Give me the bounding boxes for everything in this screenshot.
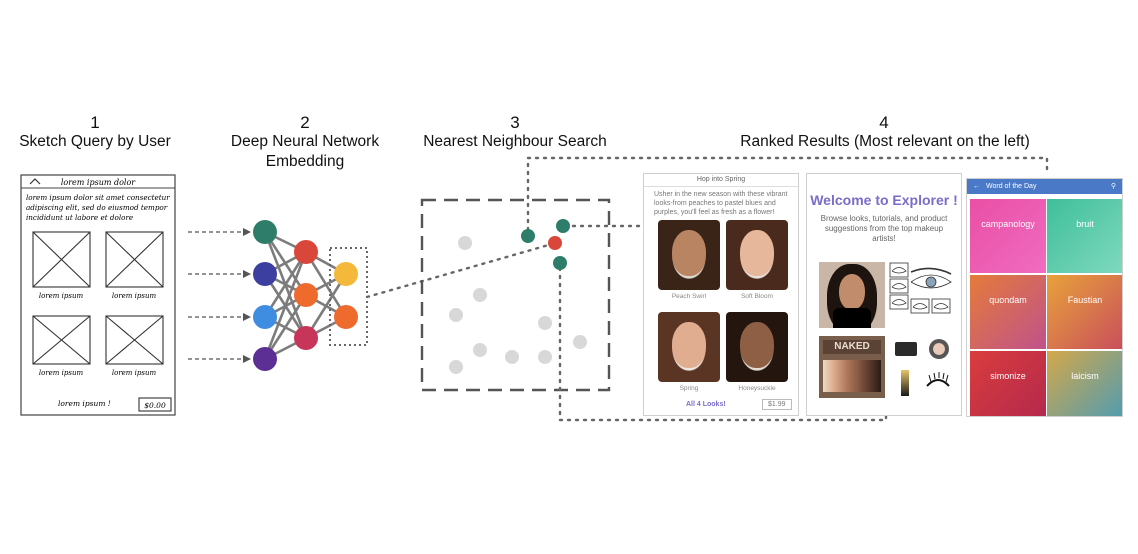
hidden-node [294,283,318,307]
sketch-caption: lorem ipsum [39,369,84,377]
sketch-caption: lorem ipsum [39,292,84,300]
sketch-price: $0.00 [144,401,166,410]
back-arrow-icon[interactable]: ← [973,183,980,190]
data-point [449,360,463,374]
compact-powder-product[interactable] [929,339,949,359]
input-arrows [188,231,243,360]
embedding-points [449,236,587,374]
step-1-number: 1 [90,113,100,132]
welcome-title: Welcome to Explorer ! [810,192,958,208]
step-4-title: Ranked Results (Most relevant on the lef… [740,133,1030,150]
data-point [538,350,552,364]
result-1-header: Hop into Spring [644,174,798,187]
look-caption: Soft Bloom [741,293,773,300]
hidden-node [294,240,318,264]
embedding-space-box [420,198,611,392]
step-2-title-line2: Embedding [265,153,345,170]
sketch-image-placeholder [105,315,164,365]
all-looks-link[interactable]: All 4 Looks! [686,401,726,408]
step-1-title: Sketch Query by User [19,133,171,150]
network-nodes [253,220,358,371]
sketch-price-box [138,397,172,412]
embedding-to-query-connector [365,242,554,299]
bar-title: Word of the Day [986,183,1037,190]
data-point [449,308,463,322]
sketch-query: lorem ipsum dolor lorem ipsum dolor sit … [20,174,176,416]
step-3-number: 3 [510,113,520,132]
sketch-image-placeholder [32,315,91,365]
result-2-screenshot[interactable]: Welcome to Explorer ! Browse looks, tuto… [806,173,962,416]
neighbour-point [556,219,570,233]
result-connectors [526,156,1049,422]
word-of-day-bar: ← Word of the Day ⚲ [967,179,1122,194]
word-tile-label: campanology [981,219,1035,229]
word-tile[interactable]: bruit [1047,199,1122,273]
word-tile-label: quondam [989,295,1027,305]
hidden-node [294,326,318,350]
look-caption: Spring [679,385,699,392]
sketch-title: lorem ipsum dolor [61,178,136,187]
false-lashes-product[interactable] [925,372,951,390]
look-image[interactable] [726,220,788,290]
sketch-body-line-2: adipiscing elit, sed do eiusmod tempor [26,203,168,212]
result-3-screenshot[interactable]: ← Word of the Day ⚲ campanology bruit quo… [966,178,1123,417]
word-tile-label: simonize [990,371,1026,381]
sketch-caption: lorem ipsum [112,369,157,377]
word-tile-label: bruit [1076,219,1094,229]
neighbour-point [521,229,535,243]
neighbour-point [553,256,567,270]
data-point [473,288,487,302]
word-tile[interactable]: laicism [1047,351,1122,416]
look-image[interactable] [726,312,788,382]
step-2-title: Deep Neural Network [230,133,380,150]
word-tile-label: Faustian [1067,295,1103,305]
input-node [253,305,277,329]
back-chevron-icon [29,178,41,185]
input-node [253,347,277,371]
look-image[interactable] [658,220,720,290]
sketch-footer-text: lorem ipsum ! [58,399,111,408]
input-node [253,262,277,286]
output-node [334,305,358,329]
result-1-footer: All 4 Looks! $1.99 [644,397,798,415]
data-point [505,350,519,364]
eye-tutorial-grid[interactable] [889,262,953,328]
lipstick-product[interactable] [901,370,909,396]
step-2-number: 2 [300,113,310,132]
result-1-subtitle: Usher in the new season with these vibra… [654,191,788,216]
input-node [253,220,277,244]
data-point [458,236,472,250]
sketch-caption: lorem ipsum [112,292,157,300]
output-node [334,262,358,286]
sketch-image-placeholder [105,231,164,288]
sketch-body-line-1: lorem ipsum dolor sit amet consectetur [26,193,170,202]
eyeshadow-palette[interactable]: NAKED [819,336,885,398]
look-caption: Honeysuckle [738,385,776,392]
step-4-number: 4 [879,113,889,132]
mini-palette-product[interactable] [895,342,917,356]
word-tile[interactable]: Faustian [1047,275,1122,349]
sketch-image-placeholder [32,231,91,288]
model-photo[interactable] [819,262,885,328]
step-3-title: Nearest Neighbour Search [423,133,607,150]
sketch-body-line-3: incididunt ut labore et dolore [26,213,133,222]
query-point [548,236,562,250]
word-tile[interactable]: quondam [970,275,1046,349]
look-caption: Peach Swirl [671,293,707,300]
price-button[interactable]: $1.99 [762,399,792,410]
welcome-description: Browse looks, tutorials, and product sug… [820,214,948,243]
data-point [538,316,552,330]
word-tile[interactable]: campanology [970,199,1046,273]
look-image[interactable] [658,312,720,382]
word-tile-label: laicism [1071,371,1099,381]
data-point [573,335,587,349]
word-tile[interactable]: simonize [970,351,1046,416]
data-point [473,343,487,357]
palette-label: NAKED [823,340,881,354]
result-1-screenshot[interactable]: Hop into Spring Usher in the new season … [643,173,799,416]
search-icon[interactable]: ⚲ [1110,183,1116,190]
